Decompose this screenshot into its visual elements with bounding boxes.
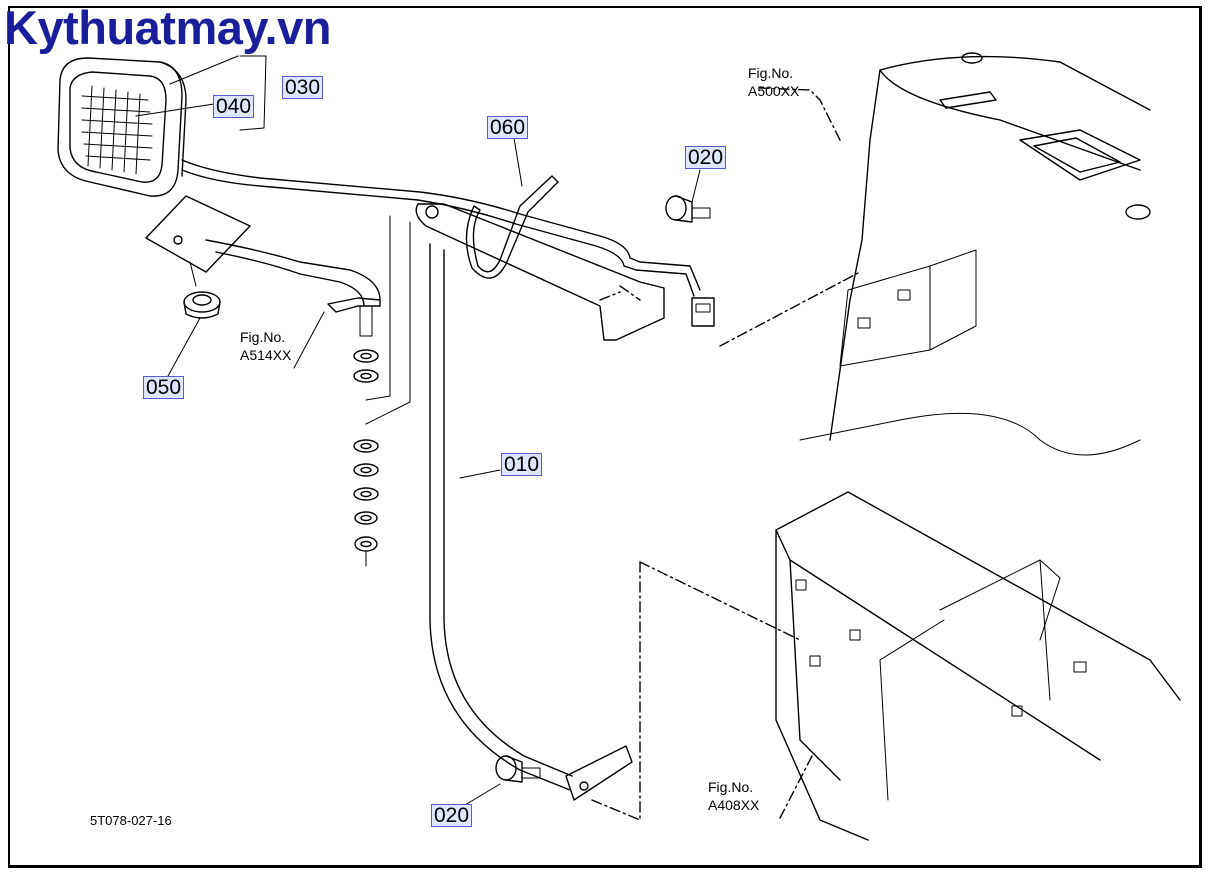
leader-lines [135, 55, 701, 821]
figref-a514-label: Fig.No. [240, 329, 286, 345]
figref-a500-code: A500XX [748, 83, 800, 99]
dash-guide [599, 285, 641, 301]
figref-a500[interactable]: Fig.No. A500XX [748, 64, 799, 100]
grommet [183, 291, 221, 319]
fastener-stack [327, 297, 381, 567]
watermark-logo: Kythuatmay.vn [4, 1, 331, 54]
drawing-code: 5T078-027-16 [90, 813, 172, 828]
leader-stack [365, 215, 411, 425]
connector [691, 297, 715, 327]
harness-cable [181, 159, 701, 291]
figref-a408-code: A408XX [708, 797, 760, 813]
harness-cable-inner [181, 169, 695, 297]
cable-tie [465, 175, 559, 279]
bolt-top [665, 195, 711, 223]
frame-a408 [591, 491, 1181, 841]
callout-030[interactable]: 030 [282, 76, 324, 99]
frame-a500 [719, 52, 1151, 456]
callout-020-bottom[interactable]: 020 [431, 804, 473, 827]
callout-050[interactable]: 050 [143, 376, 185, 399]
drawing-frame [8, 6, 1202, 868]
callout-020-top[interactable]: 020 [685, 146, 727, 169]
figref-a500-label: Fig.No. [748, 65, 794, 81]
light-bracket-plate [145, 195, 381, 307]
figref-a408[interactable]: Fig.No. A408XX [708, 778, 759, 814]
callout-010[interactable]: 010 [501, 453, 543, 476]
work-light-housing [57, 57, 187, 197]
figref-a514[interactable]: Fig.No. A514XX [240, 328, 291, 364]
figref-a514-code: A514XX [240, 347, 292, 363]
figref-a408-label: Fig.No. [708, 779, 754, 795]
callout-040[interactable]: 040 [213, 95, 255, 118]
light-stay-pipe [415, 203, 665, 801]
bolt-bottom [495, 755, 541, 783]
callout-060[interactable]: 060 [487, 116, 529, 139]
